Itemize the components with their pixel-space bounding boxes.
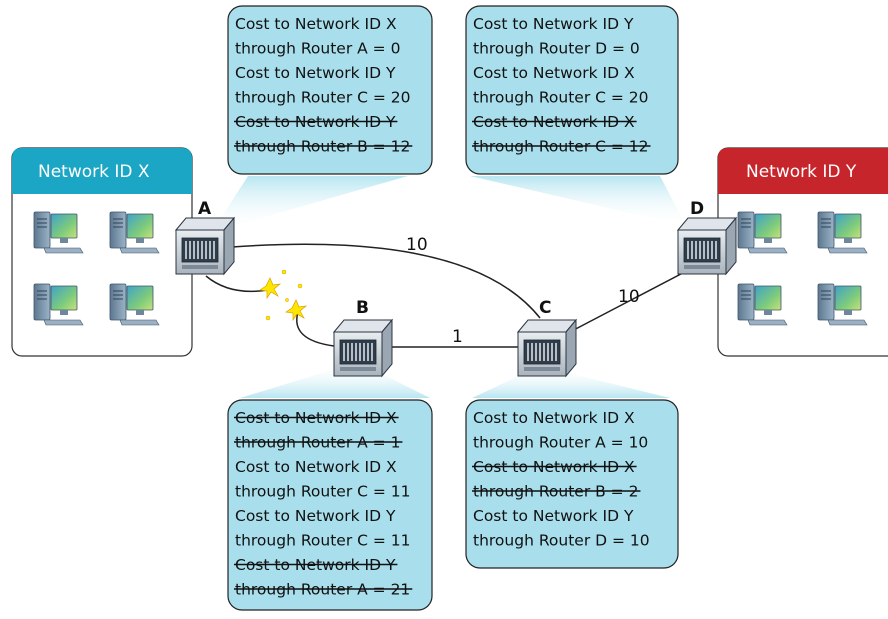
route-entry-line: through Router C = 11 bbox=[235, 483, 411, 501]
link-a-b-broken-1 bbox=[205, 275, 269, 293]
routing-table-c: Cost to Network ID X through Router A = 1… bbox=[465, 399, 679, 569]
network-y-header bbox=[718, 148, 888, 194]
link-cost-a-c: 10 bbox=[406, 235, 428, 255]
router-b-label: B bbox=[356, 298, 369, 318]
router-icon bbox=[175, 217, 235, 275]
routing-table-box bbox=[465, 5, 679, 175]
router-c-label: C bbox=[539, 298, 551, 318]
routing-table-box bbox=[465, 399, 679, 569]
callout-wedge-d bbox=[470, 176, 686, 226]
router-b[interactable] bbox=[333, 319, 393, 377]
network-x-header bbox=[12, 148, 192, 194]
route-entry-line: through Router C = 20 bbox=[473, 89, 649, 107]
network-y-title: Network ID Y bbox=[746, 162, 857, 182]
router-d[interactable] bbox=[677, 217, 737, 275]
routing-table-box bbox=[227, 5, 433, 175]
callout-wedge-c bbox=[472, 366, 670, 398]
route-entry-line: Cost to Network ID Y bbox=[473, 507, 634, 525]
routing-table-d: Cost to Network ID Y through Router D = 0… bbox=[465, 5, 679, 175]
router-icon bbox=[517, 319, 577, 377]
route-entry-line: through Router A = 10 bbox=[473, 434, 648, 452]
route-entry-line: through Router A = 0 bbox=[235, 40, 400, 58]
callout-wedge-b bbox=[240, 362, 430, 398]
router-icon bbox=[333, 319, 393, 377]
route-entry-line: Cost to Network ID X bbox=[473, 64, 635, 82]
link-break-spark bbox=[259, 269, 307, 321]
router-a[interactable] bbox=[175, 217, 235, 275]
network-x-title: Network ID X bbox=[38, 162, 150, 182]
router-c[interactable] bbox=[517, 319, 577, 377]
route-entry-line: through Router C = 11 bbox=[235, 532, 411, 550]
route-entry-line: Cost to Network ID X bbox=[473, 409, 635, 427]
route-entry-line: Cost to Network ID Y bbox=[235, 64, 396, 82]
network-x-box: Network ID X bbox=[11, 147, 193, 357]
router-a-label: A bbox=[198, 199, 212, 219]
routing-table-box bbox=[227, 399, 433, 611]
route-entry-line: through Router D = 10 bbox=[473, 532, 650, 550]
route-entry-line: Cost to Network ID X bbox=[235, 458, 397, 476]
routing-table-a: Cost to Network ID X through Router A = 0… bbox=[227, 5, 433, 175]
link-a-c bbox=[231, 243, 541, 319]
route-entry-line: Cost to Network ID Y bbox=[235, 507, 396, 525]
route-entry-line: Cost to Network ID Y bbox=[473, 15, 634, 33]
network-y-box: Network ID Y bbox=[717, 147, 888, 357]
route-entry-line: Cost to Network ID X bbox=[235, 15, 397, 33]
link-a-b-broken-2 bbox=[296, 311, 335, 347]
route-entry-line: through Router D = 0 bbox=[473, 40, 640, 58]
route-entry-line: through Router C = 20 bbox=[235, 89, 411, 107]
callout-wedge-a bbox=[212, 176, 408, 232]
link-cost-b-c: 1 bbox=[452, 327, 463, 347]
router-icon bbox=[677, 217, 737, 275]
router-d-label: D bbox=[690, 199, 704, 219]
link-cost-c-d: 10 bbox=[618, 287, 640, 307]
